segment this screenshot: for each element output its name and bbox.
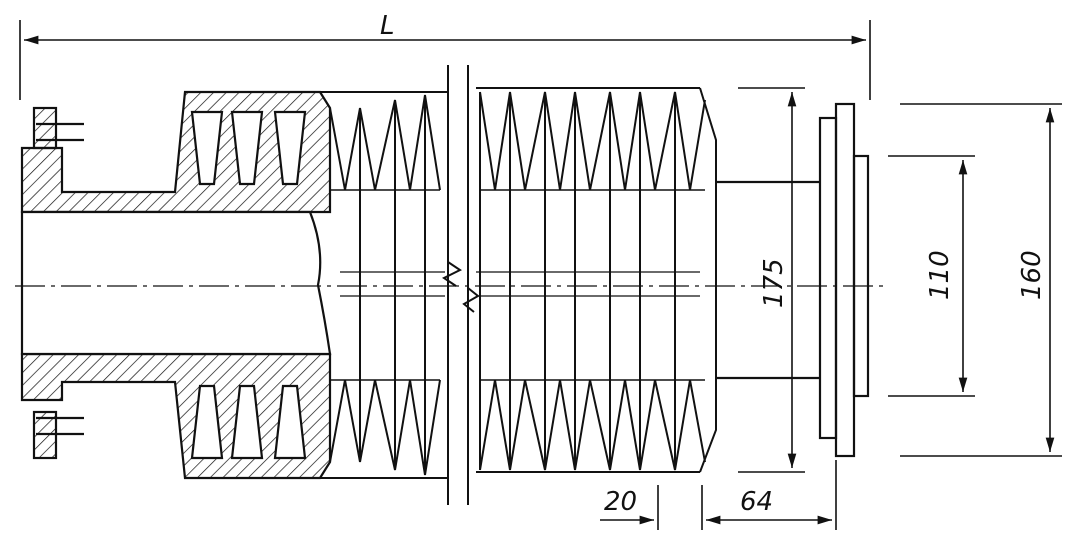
bellows-convolutions — [320, 87, 717, 479]
left-housing — [20, 90, 332, 480]
flange-spigot — [852, 154, 870, 398]
end-tube — [716, 180, 820, 380]
dimension-lines — [19, 20, 1062, 530]
label-20: 20 — [604, 487, 637, 517]
folds-left-lower — [329, 379, 441, 476]
clamp-upper — [32, 106, 84, 150]
flange-plate — [818, 116, 838, 440]
break-lines — [442, 65, 480, 505]
label-110: 110 — [925, 250, 955, 300]
right-flange — [716, 102, 870, 458]
flange-disc — [834, 102, 856, 458]
folds-right-lower — [479, 379, 706, 471]
housing-upper-cutouts — [190, 110, 307, 186]
clamp-lower — [32, 410, 84, 460]
label-L: L — [380, 11, 395, 41]
bellows-bottom-edge — [320, 471, 700, 479]
folds-left-upper — [329, 94, 441, 191]
label-175: 175 — [759, 258, 789, 308]
housing-bore — [20, 210, 332, 356]
label-64: 64 — [740, 487, 773, 517]
bellows-top-edge — [320, 87, 700, 93]
folds-right-upper — [479, 91, 706, 191]
label-160: 160 — [1017, 250, 1047, 300]
housing-lower-cutouts — [190, 384, 307, 460]
